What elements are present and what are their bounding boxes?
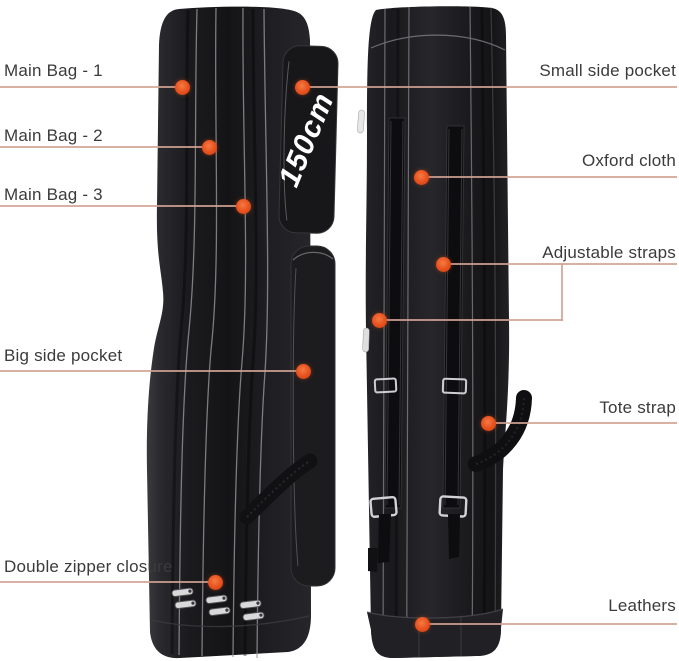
- callout-line-leathers: [422, 623, 677, 625]
- callout-line-tote-strap: [488, 422, 677, 424]
- callout-line-adjustable-straps-top: [443, 263, 677, 265]
- callout-line-double-zipper-closure: [0, 581, 215, 583]
- callout-dot-adjustable-straps-upper: [436, 257, 451, 272]
- callout-dot-oxford-cloth: [414, 170, 429, 185]
- callout-line-small-side-pocket: [302, 86, 677, 88]
- callout-line-main-bag-3: [0, 205, 243, 207]
- label-tote-strap: Tote strap: [599, 398, 676, 417]
- tote-strap-handle: [468, 390, 532, 472]
- label-big-side-pocket: Big side pocket: [4, 346, 123, 365]
- adjustable-straps: [368, 117, 468, 572]
- back-bag: [357, 5, 532, 658]
- label-main-bag-2: Main Bag - 2: [4, 126, 103, 145]
- callout-line-adjustable-straps-vertical: [561, 263, 563, 321]
- front-handle: [239, 453, 318, 525]
- callout-dot-main-bag-3: [236, 199, 251, 214]
- callout-dot-small-side-pocket: [295, 80, 310, 95]
- label-small-side-pocket: Small side pocket: [539, 61, 676, 80]
- big-side-pocket: [290, 245, 336, 587]
- callout-line-main-bag-2: [0, 146, 209, 148]
- callout-dot-main-bag-1: [175, 80, 190, 95]
- callout-dot-tote-strap: [481, 416, 496, 431]
- callout-line-main-bag-1: [0, 86, 182, 88]
- callout-line-oxford-cloth: [421, 176, 677, 178]
- callout-dot-big-side-pocket: [296, 364, 311, 379]
- small-side-pocket: 150cm: [272, 45, 341, 234]
- label-main-bag-3: Main Bag - 3: [4, 185, 103, 204]
- compartment-seams: [178, 7, 269, 659]
- callout-dot-leathers: [415, 617, 430, 632]
- callout-dot-double-zipper-closure: [208, 575, 223, 590]
- label-oxford-cloth: Oxford cloth: [581, 151, 676, 170]
- label-adjustable-straps: Adjustable straps: [542, 243, 676, 262]
- label-double-zipper-closure: Double zipper closure: [4, 557, 173, 576]
- front-bag: 150cm: [146, 6, 341, 659]
- side-zipper-pulls: [357, 109, 370, 353]
- label-main-bag-1: Main Bag - 1: [4, 61, 103, 80]
- label-leathers: Leathers: [608, 596, 676, 615]
- callout-line-big-side-pocket: [0, 370, 303, 372]
- callout-line-adjustable-straps-bottom: [379, 319, 563, 321]
- callout-dot-main-bag-2: [202, 140, 217, 155]
- double-zipper-pulls: [171, 587, 265, 621]
- callout-dot-adjustable-straps-lower: [372, 313, 387, 328]
